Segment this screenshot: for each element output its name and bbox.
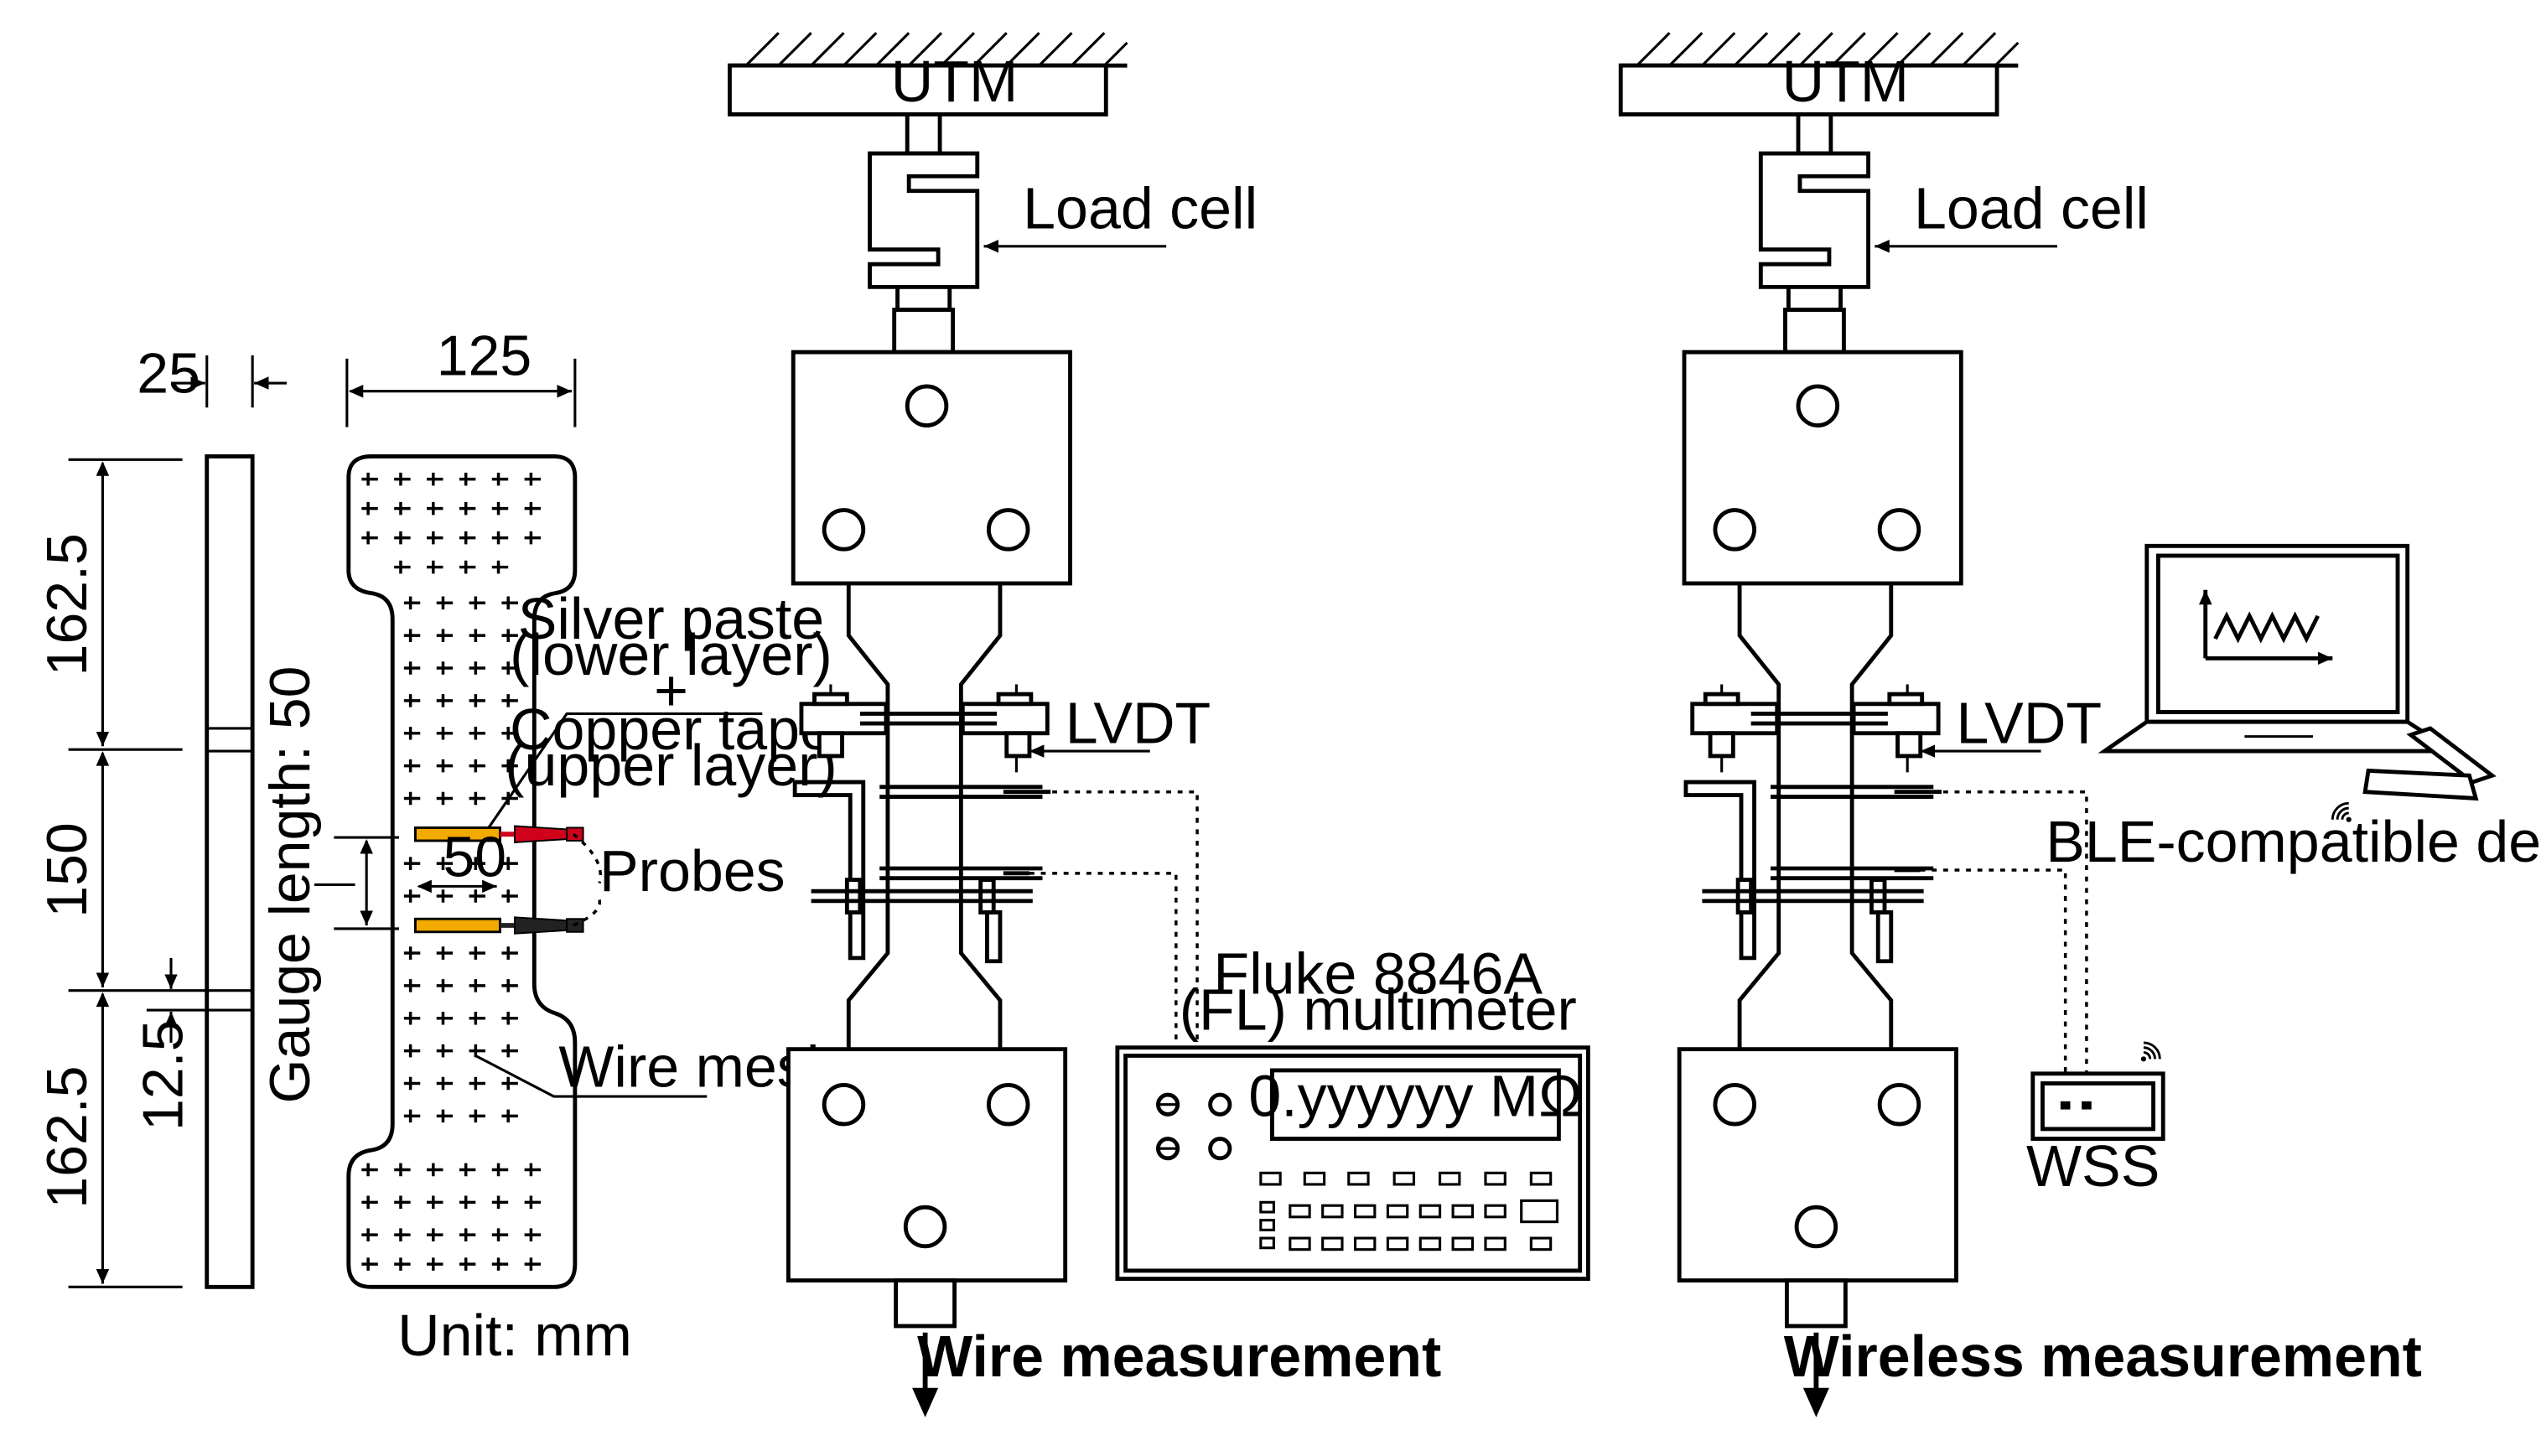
waveform-icon: [2198, 589, 2333, 666]
multimeter-display: [1270, 1068, 1561, 1141]
probe-gap-dim: 50: [443, 826, 506, 889]
wss-label: WSS: [2026, 1133, 2160, 1199]
dim-top: 162.5: [35, 533, 99, 676]
plus-label: +: [654, 658, 688, 723]
ble-device-label: BLE-compatible device: [2046, 809, 2541, 874]
gauge-length-label: Gauge length: 50: [258, 666, 322, 1104]
probes-label: Probes: [599, 838, 786, 904]
copper-tape-label-1: Copper tape: [510, 697, 832, 762]
silver-paste-label-2: (lower layer): [510, 622, 832, 687]
wire-mesh-pattern: [361, 472, 542, 1271]
wireless-signal-icon: [2331, 801, 2352, 822]
multimeter-label-2: (FL) multimeter: [1180, 977, 1577, 1042]
wireless-signal-icon: [2140, 1041, 2161, 1062]
multimeter-reading: 0.yyyyyy MΩ: [1248, 1063, 1582, 1128]
dim-bottom: 162.5: [35, 1066, 99, 1209]
copper-band-lower: [413, 917, 501, 934]
laptop-icon: [2098, 543, 2497, 801]
dim-width: 125: [437, 324, 532, 387]
multimeter-label-1: Fluke 8846A: [1213, 941, 1543, 1007]
probe-red: [500, 825, 584, 843]
silver-paste-label-1: Silver paste: [518, 586, 824, 651]
lvdt-label-wire: LVDT: [1066, 690, 1211, 755]
probe-black: [500, 916, 584, 935]
specimen-drawing: 25 125 162.5 150 162.5 12.5: [35, 324, 839, 1368]
copper-tape-label-2: (upper layer): [505, 733, 837, 798]
wire-measurement-setup: UTM Load cell LVDT Fluke 8846A (FL) mult…: [729, 33, 1590, 1417]
dim-middle: 150: [35, 822, 99, 917]
load-cell-label-wire: Load cell: [1023, 175, 1258, 241]
specimen-side-view: [205, 454, 255, 1289]
lvdt-label-wireless: LVDT: [1956, 690, 2102, 755]
utm-label-wire: UTM: [891, 49, 1018, 114]
wireless-measurement-setup: UTM Load cell LVDT WSS: [1621, 33, 2541, 1417]
specimen-front-view: [346, 454, 578, 1289]
unit-label: Unit: mm: [397, 1303, 632, 1368]
dim-thickness: 25: [137, 342, 200, 406]
utm-label-wireless: UTM: [1782, 49, 1910, 114]
dim-small: 12.5: [132, 1020, 195, 1131]
load-cell-label-wireless: Load cell: [1914, 175, 2149, 241]
wireless-measurement-caption: Wireless measurement: [1784, 1324, 2422, 1389]
wire-measurement-caption: Wire measurement: [917, 1324, 1441, 1389]
